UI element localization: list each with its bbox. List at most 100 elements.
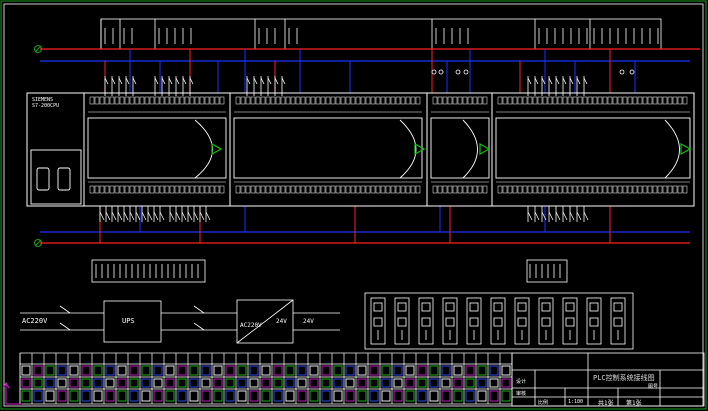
relay-contact — [589, 317, 599, 327]
terminal-cell — [393, 390, 403, 402]
terminal-cell — [333, 365, 343, 376]
terminal-cell — [261, 365, 271, 376]
terminal-screw — [517, 96, 523, 105]
terminal-cell — [369, 378, 379, 388]
terminal-screw — [219, 185, 225, 194]
switch-contact — [154, 77, 159, 85]
sheet-number-label: 第1张 — [626, 400, 642, 407]
terminal-screw — [677, 185, 683, 194]
terminal-screw — [149, 185, 155, 194]
terminal-screw — [189, 96, 195, 105]
terminal-cell — [357, 378, 367, 388]
run-led-icon — [211, 142, 223, 156]
terminal-screw — [622, 185, 628, 194]
terminal-cell — [309, 378, 319, 388]
terminal-cell — [249, 390, 259, 402]
terminal-screw — [114, 185, 120, 194]
terminal-screw — [542, 185, 548, 194]
terminal-cell — [429, 378, 439, 388]
terminal-cell — [249, 365, 259, 376]
terminal-cell — [177, 390, 187, 402]
terminal-cell — [33, 378, 43, 388]
terminal-screw — [260, 96, 266, 105]
terminal-screw — [94, 185, 100, 194]
terminal-screw — [587, 96, 593, 105]
indicator-lamp — [619, 69, 625, 75]
terminal-cell — [153, 390, 163, 402]
terminal-screw — [199, 185, 205, 194]
terminal-cell — [21, 365, 31, 376]
power-supply-chain — [20, 299, 340, 344]
terminal-cell — [381, 390, 391, 402]
terminal-screw — [567, 185, 573, 194]
terminal-screw — [275, 185, 281, 194]
terminal-screw — [235, 185, 241, 194]
terminal-cell — [21, 378, 31, 388]
terminal-cell — [381, 365, 391, 376]
terminal-screw — [657, 96, 663, 105]
terminal-screw — [270, 96, 276, 105]
terminal-screw — [104, 185, 110, 194]
terminal-cell — [213, 365, 223, 376]
terminal-screw — [582, 96, 588, 105]
coil-contact — [583, 211, 589, 221]
terminal-cell — [69, 390, 79, 402]
coil-contact — [534, 211, 540, 221]
terminal-screw — [194, 185, 200, 194]
terminal-screw — [340, 185, 346, 194]
terminal-cell — [285, 390, 295, 402]
terminal-screw — [410, 96, 416, 105]
top-terminal-strip — [100, 18, 662, 50]
terminal-screw — [577, 185, 583, 194]
terminal-screw — [667, 185, 673, 194]
terminal-screw — [295, 185, 301, 194]
terminal-screw — [250, 185, 256, 194]
terminal-cell — [45, 378, 55, 388]
terminal-cell — [57, 390, 67, 402]
relay-coil — [493, 302, 503, 312]
terminal-cell — [213, 390, 223, 402]
terminal-cell — [453, 390, 463, 402]
terminal-screw — [390, 185, 396, 194]
switch-contact — [118, 77, 123, 85]
relay-coil — [373, 302, 383, 312]
relay-contact — [517, 317, 527, 327]
terminal-screw — [345, 96, 351, 105]
input-switch-symbols — [104, 69, 635, 96]
coil-contact — [153, 211, 159, 221]
terminal-screw — [395, 185, 401, 194]
terminal-screw — [400, 96, 406, 105]
terminal-screw — [572, 185, 578, 194]
terminal-cell — [153, 365, 163, 376]
terminal-cell — [225, 365, 235, 376]
terminal-cell — [201, 390, 211, 402]
terminal-cell — [201, 378, 211, 388]
lower-terminal-strip — [91, 259, 568, 283]
terminal-screw — [174, 185, 180, 194]
terminal-screw — [375, 96, 381, 105]
terminal-cell — [429, 390, 439, 402]
terminal-cell — [345, 378, 355, 388]
terminal-screw — [214, 185, 220, 194]
terminal-screw — [235, 96, 241, 105]
terminal-cell — [453, 365, 463, 376]
terminal-screw — [99, 96, 105, 105]
terminal-cell — [393, 378, 403, 388]
terminal-screw — [325, 96, 331, 105]
bottom-terminal-block — [19, 352, 513, 405]
terminal-screw — [114, 96, 120, 105]
terminal-screw — [437, 96, 443, 105]
relay-contact — [421, 317, 431, 327]
terminal-cell — [45, 365, 55, 376]
terminal-screw — [607, 96, 613, 105]
terminal-screw — [310, 96, 316, 105]
terminal-screw — [209, 96, 215, 105]
terminal-cell — [93, 365, 103, 376]
terminal-screw — [214, 96, 220, 105]
terminal-screw — [547, 185, 553, 194]
terminal-cell — [417, 378, 427, 388]
terminal-cell — [273, 378, 283, 388]
coil-contact — [576, 211, 582, 221]
terminal-screw — [300, 96, 306, 105]
terminal-screw — [365, 96, 371, 105]
